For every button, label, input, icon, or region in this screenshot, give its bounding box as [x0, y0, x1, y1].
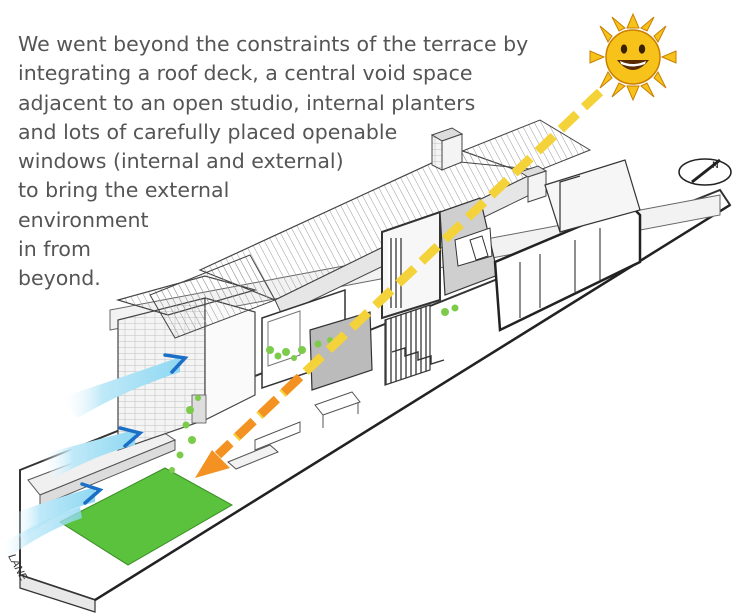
front-house	[493, 159, 642, 332]
north-label: N	[712, 161, 719, 171]
description-line: windows (internal and external)	[18, 149, 344, 174]
description-line: integrating a roof deck, a central void …	[18, 61, 473, 86]
internal-planters	[169, 304, 459, 473]
stair	[391, 347, 445, 365]
north-arrow-icon: N	[678, 158, 732, 186]
central-void	[261, 210, 441, 391]
smiling-sun-icon	[589, 12, 677, 102]
description-line: adjacent to an open studio, internal pla…	[18, 90, 476, 115]
description-line: environment	[18, 207, 149, 232]
description-line: beyond.	[18, 266, 101, 291]
interior-furniture	[227, 391, 361, 470]
wind-arrow-icon	[0, 353, 189, 560]
description-line: in from	[18, 237, 91, 262]
project-description: We went beyond the constraints of the te…	[18, 30, 558, 294]
description-line: to bring the external	[18, 178, 230, 203]
sunlight-ray-icon	[195, 88, 604, 478]
description-line: We went beyond the constraints of the te…	[18, 32, 529, 56]
roof-deck	[439, 197, 499, 296]
rear-lawn	[58, 467, 234, 566]
description-line: and lots of carefully placed openable	[18, 119, 398, 144]
chimney	[430, 127, 548, 203]
